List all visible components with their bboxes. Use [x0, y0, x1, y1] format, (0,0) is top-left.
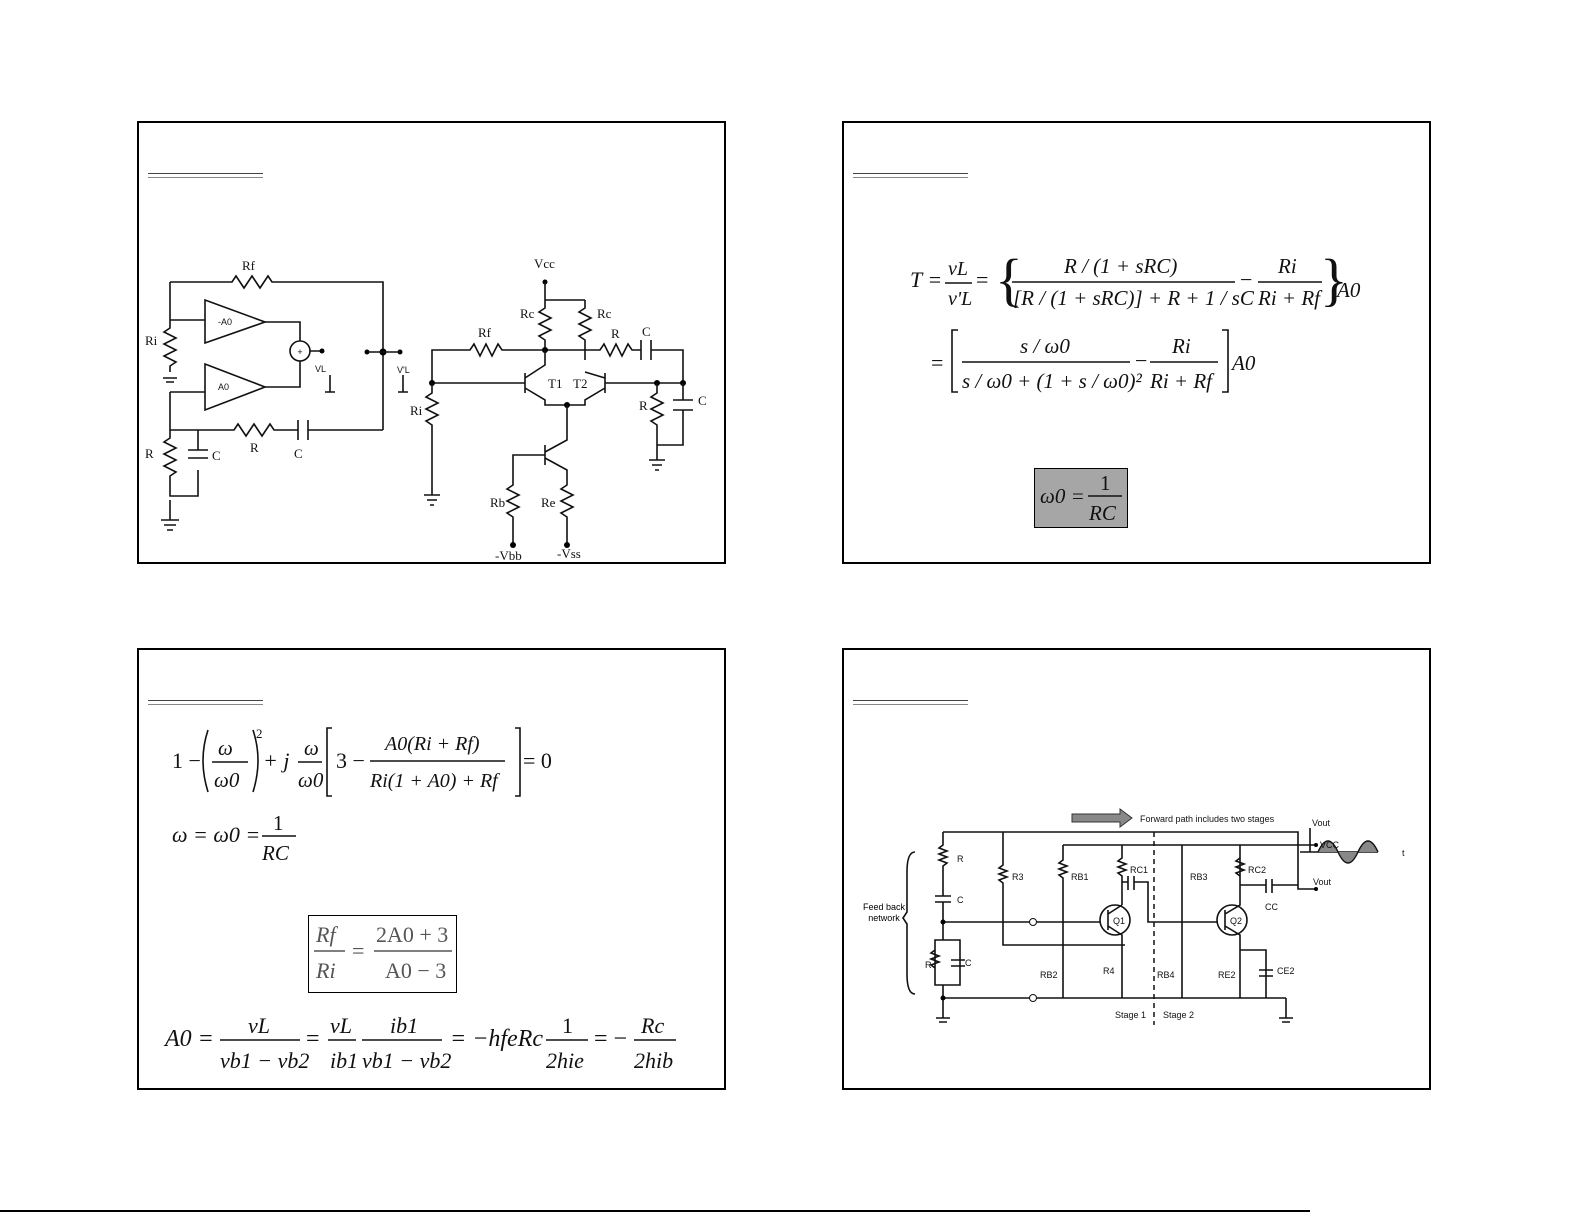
- page-bottom-rule: [0, 1210, 1310, 1212]
- rf-ri-ratio-box: [308, 915, 457, 993]
- slide-3: [137, 648, 726, 1090]
- title-underline: [148, 173, 263, 178]
- slide-1: [137, 121, 726, 564]
- slide-2: [842, 121, 1431, 564]
- slide-4: [842, 648, 1431, 1090]
- title-underline: [148, 700, 263, 705]
- title-underline: [853, 173, 968, 178]
- omega0-box: [1034, 468, 1128, 528]
- title-underline: [853, 700, 968, 705]
